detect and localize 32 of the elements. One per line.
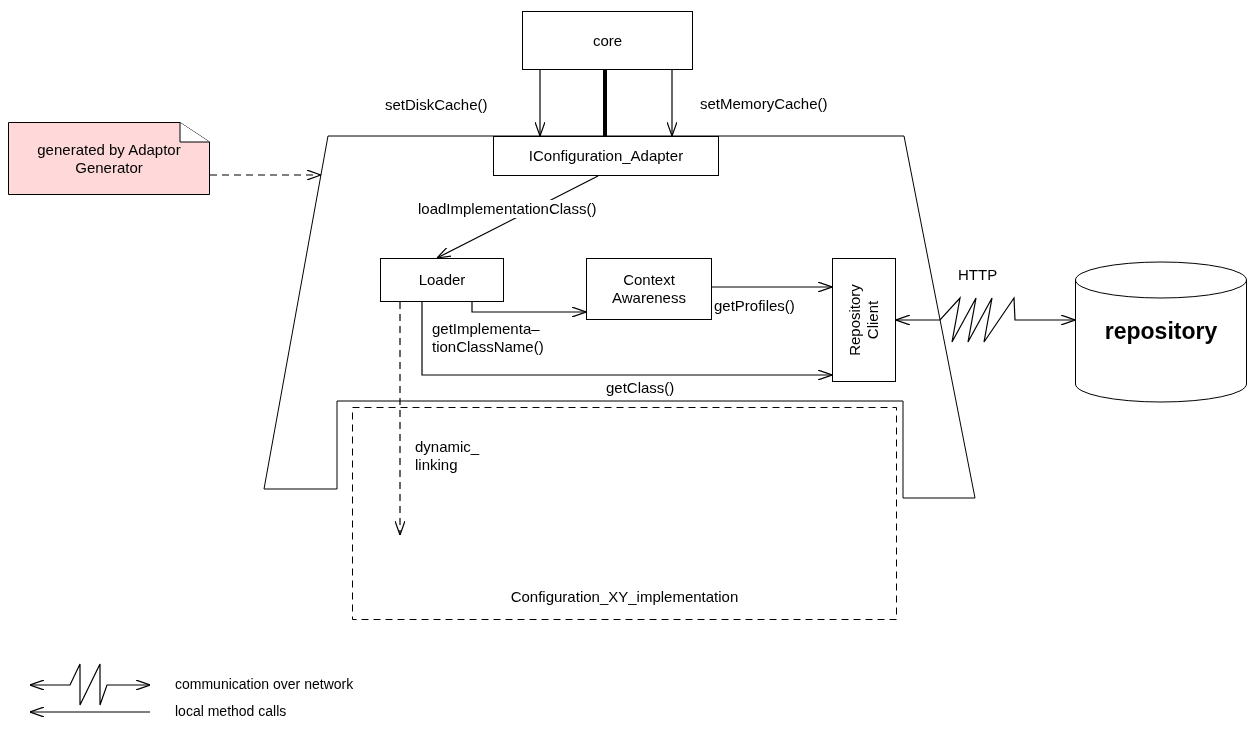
edge-label: setDiskCache() (385, 96, 488, 114)
arrow (711, 281, 833, 293)
edge-label: getClass() (606, 379, 675, 397)
arrow (534, 69, 546, 137)
connector-line (603, 70, 607, 136)
note-box (8, 122, 210, 195)
network-connector (895, 296, 1076, 343)
edge-label: setMemoryCache() (700, 95, 828, 113)
node-label: generated by Adaptor Generator (36, 140, 182, 177)
class-box (493, 136, 719, 176)
edge-label: getProfiles() (714, 297, 795, 315)
arrow (471, 301, 587, 318)
legend-label: local method calls (175, 703, 287, 719)
node-label: IConfiguration_Adapter (528, 147, 684, 165)
node-label: Context Awareness (611, 271, 687, 307)
class-box (380, 258, 504, 302)
class-box (586, 258, 712, 320)
arrow (209, 169, 322, 181)
implementation-box (352, 407, 897, 620)
node-label: Repository Client (846, 284, 882, 356)
arrow (666, 69, 678, 137)
class-box (832, 258, 896, 382)
node-label: core (592, 31, 623, 50)
node-label: Loader (418, 271, 466, 289)
edge-label: loadImplementationClass() (418, 200, 597, 218)
database-label: repository (1104, 318, 1218, 346)
arrow (394, 301, 406, 536)
node-label: Configuration_XY_implementation (510, 588, 739, 606)
database-cylinder (1075, 262, 1247, 402)
component-box (522, 11, 693, 70)
arrow (421, 301, 833, 381)
legend-label: communication over network (175, 676, 354, 692)
